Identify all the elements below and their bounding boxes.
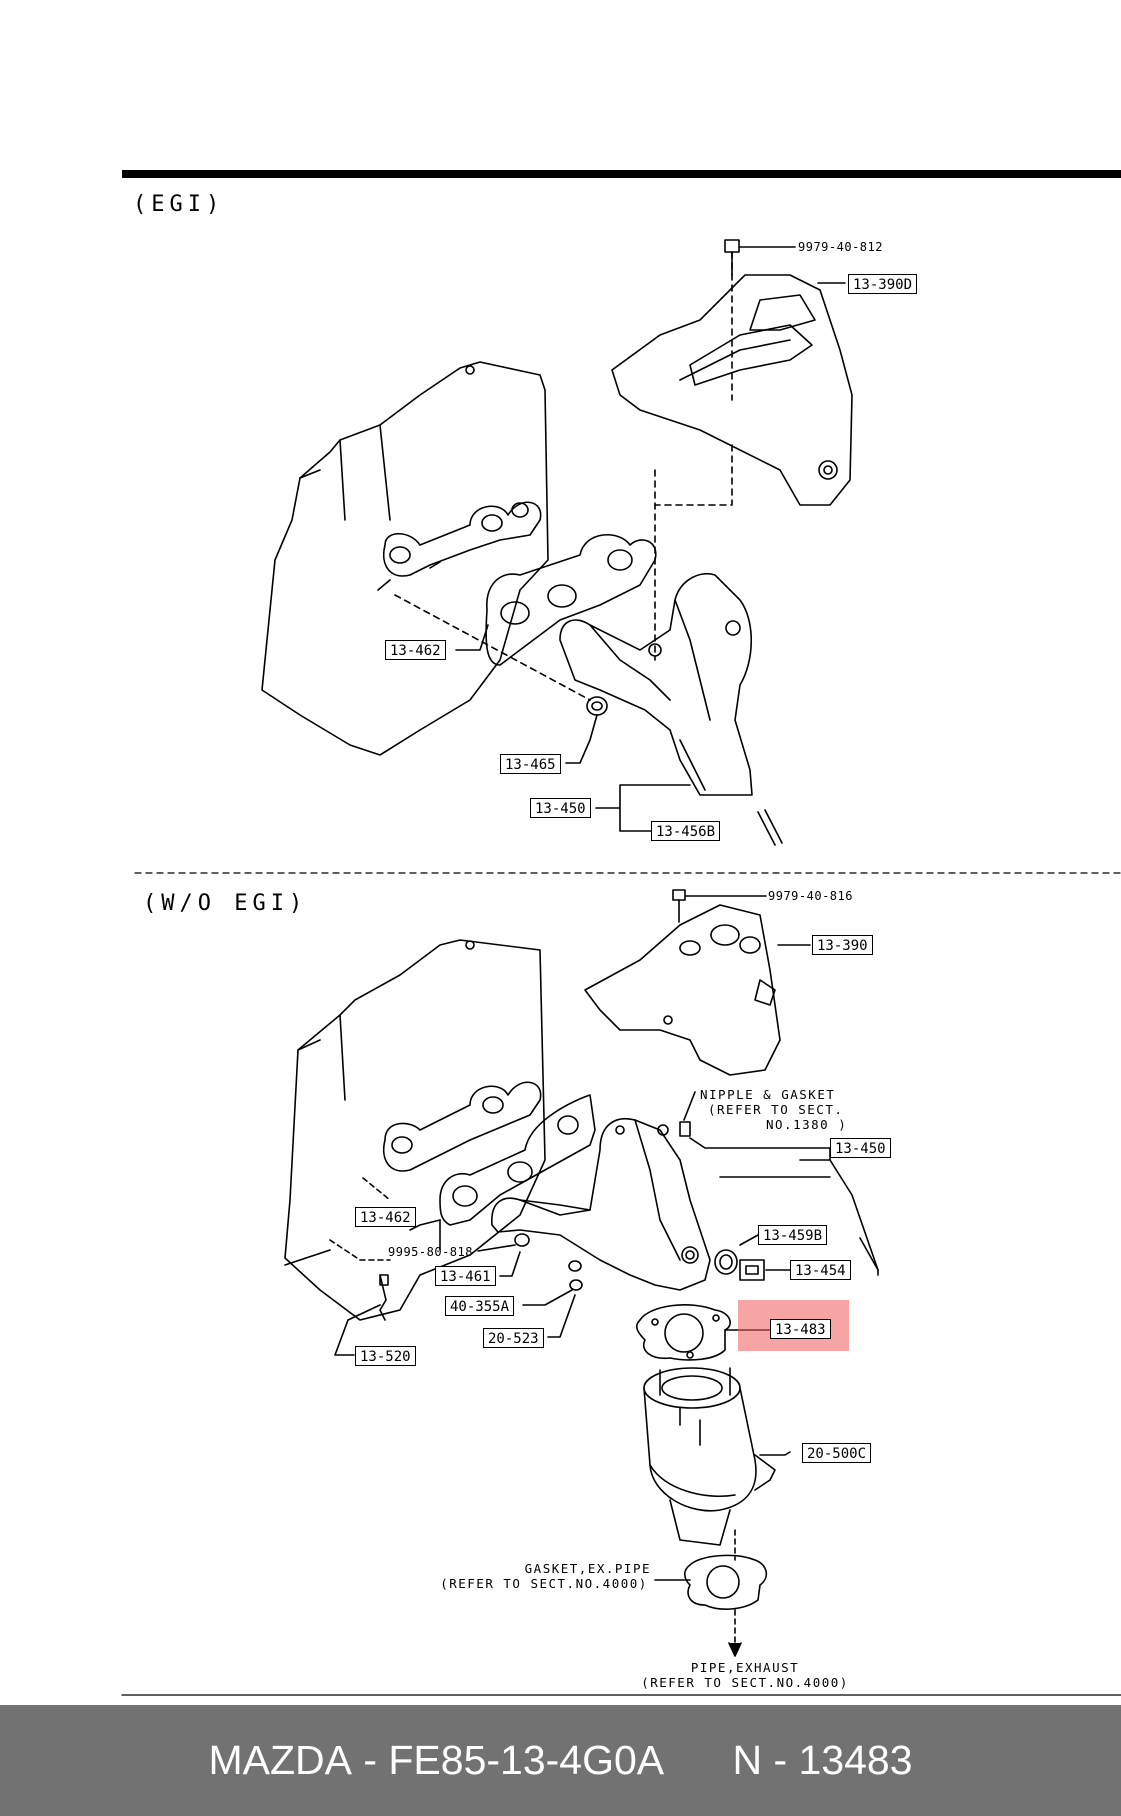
bolt-top [724, 239, 740, 276]
label-nut-bottom[interactable]: 13-461 [435, 1266, 496, 1286]
footer-gap [664, 1737, 732, 1784]
footer-part-number: FE85-13-4G0A [388, 1737, 665, 1783]
label-gasket-highlight[interactable]: 13-483 [770, 1319, 831, 1339]
engine-block-top [261, 361, 549, 756]
heat-insulator-bottom [584, 904, 781, 1076]
label-nut-2[interactable]: 40-355A [445, 1296, 515, 1316]
heat-insulator-top [611, 274, 853, 506]
nipple [657, 1121, 691, 1137]
catalytic-converter [643, 1367, 776, 1546]
plug [739, 1259, 765, 1281]
section-title-egi: (EGI) [133, 192, 225, 217]
top-rule [122, 170, 1121, 178]
label-manifold-bottom[interactable]: 13-450 [830, 1138, 891, 1158]
footer-sep: - [351, 1737, 389, 1783]
label-bolt-bottom: 9979-40-816 [768, 889, 853, 903]
note-gasket-line-1: GASKET,EX.PIPE [524, 1561, 651, 1576]
exhaust-pipe-gasket [683, 1554, 768, 1610]
label-stud-bottom[interactable]: 13-520 [355, 1346, 416, 1366]
label-insulator-bottom[interactable]: 13-390 [812, 935, 873, 955]
label-gasket-top[interactable]: 13-462 [385, 640, 446, 660]
label-bolt-small: 9995-80-818 [388, 1245, 473, 1259]
label-gasket-bottom[interactable]: 13-462 [355, 1207, 416, 1227]
note-pipe-line-2: (REFER TO SECT.NO.4000) [641, 1675, 849, 1690]
manifold-gasket-bottom [439, 1094, 596, 1226]
nut-top [586, 696, 608, 716]
nut-small-2 [568, 1260, 583, 1291]
stud-top [757, 809, 783, 846]
o-ring [714, 1249, 738, 1275]
nut-small-1 [514, 1233, 530, 1247]
note-nipple-line-1: NIPPLE & GASKET [700, 1087, 836, 1102]
manifold-gasket-top [485, 533, 657, 666]
footer-brand: MAZDA [208, 1737, 352, 1783]
label-stud-top[interactable]: 13-456B [651, 821, 721, 841]
catalyst-gasket [635, 1304, 731, 1361]
label-insulator-top[interactable]: 13-390D [848, 274, 918, 294]
label-plug[interactable]: 13-454 [790, 1260, 851, 1280]
head-port-flanges-bottom [383, 1081, 542, 1172]
engine-block-bottom [284, 939, 546, 1321]
footer-bar: MAZDA - FE85-13-4G0A N - 13483 [0, 1705, 1121, 1816]
footer-ref: N - 13483 [732, 1737, 913, 1783]
label-catalyst[interactable]: 20-500C [802, 1443, 872, 1463]
note-nipple-line-2: (REFER TO SECT. [708, 1102, 844, 1117]
label-nut-top[interactable]: 13-465 [500, 754, 561, 774]
exhaust-manifold-diagram [121, 170, 1121, 1696]
bolt-bottom [672, 889, 686, 923]
stud-bottom [379, 1274, 389, 1321]
label-bolt-top: 9979-40-812 [798, 240, 883, 254]
note-nipple-gasket: NIPPLE & GASKET (REFER TO SECT. NO.1380 … [700, 1087, 847, 1132]
label-manifold-top[interactable]: 13-450 [530, 798, 591, 818]
note-pipe-exhaust: PIPE,EXHAUST (REFER TO SECT.NO.4000) [630, 1660, 860, 1690]
head-port-flanges-top [377, 501, 542, 591]
note-gasket-line-2: (REFER TO SECT.NO.4000) [440, 1576, 648, 1591]
note-nipple-line-3: NO.1380 ) [766, 1117, 848, 1132]
label-nut-3[interactable]: 20-523 [483, 1328, 544, 1348]
section-title-wo-egi: (W/O EGI) [143, 891, 308, 916]
exhaust-manifold-top [559, 573, 753, 796]
note-gasket-ex-pipe: GASKET,EX.PIPE (REFER TO SECT.NO.4000) [433, 1561, 655, 1591]
note-pipe-line-1: PIPE,EXHAUST [690, 1660, 800, 1675]
exhaust-manifold-bottom [491, 1118, 711, 1291]
label-o-ring[interactable]: 13-459B [758, 1225, 828, 1245]
